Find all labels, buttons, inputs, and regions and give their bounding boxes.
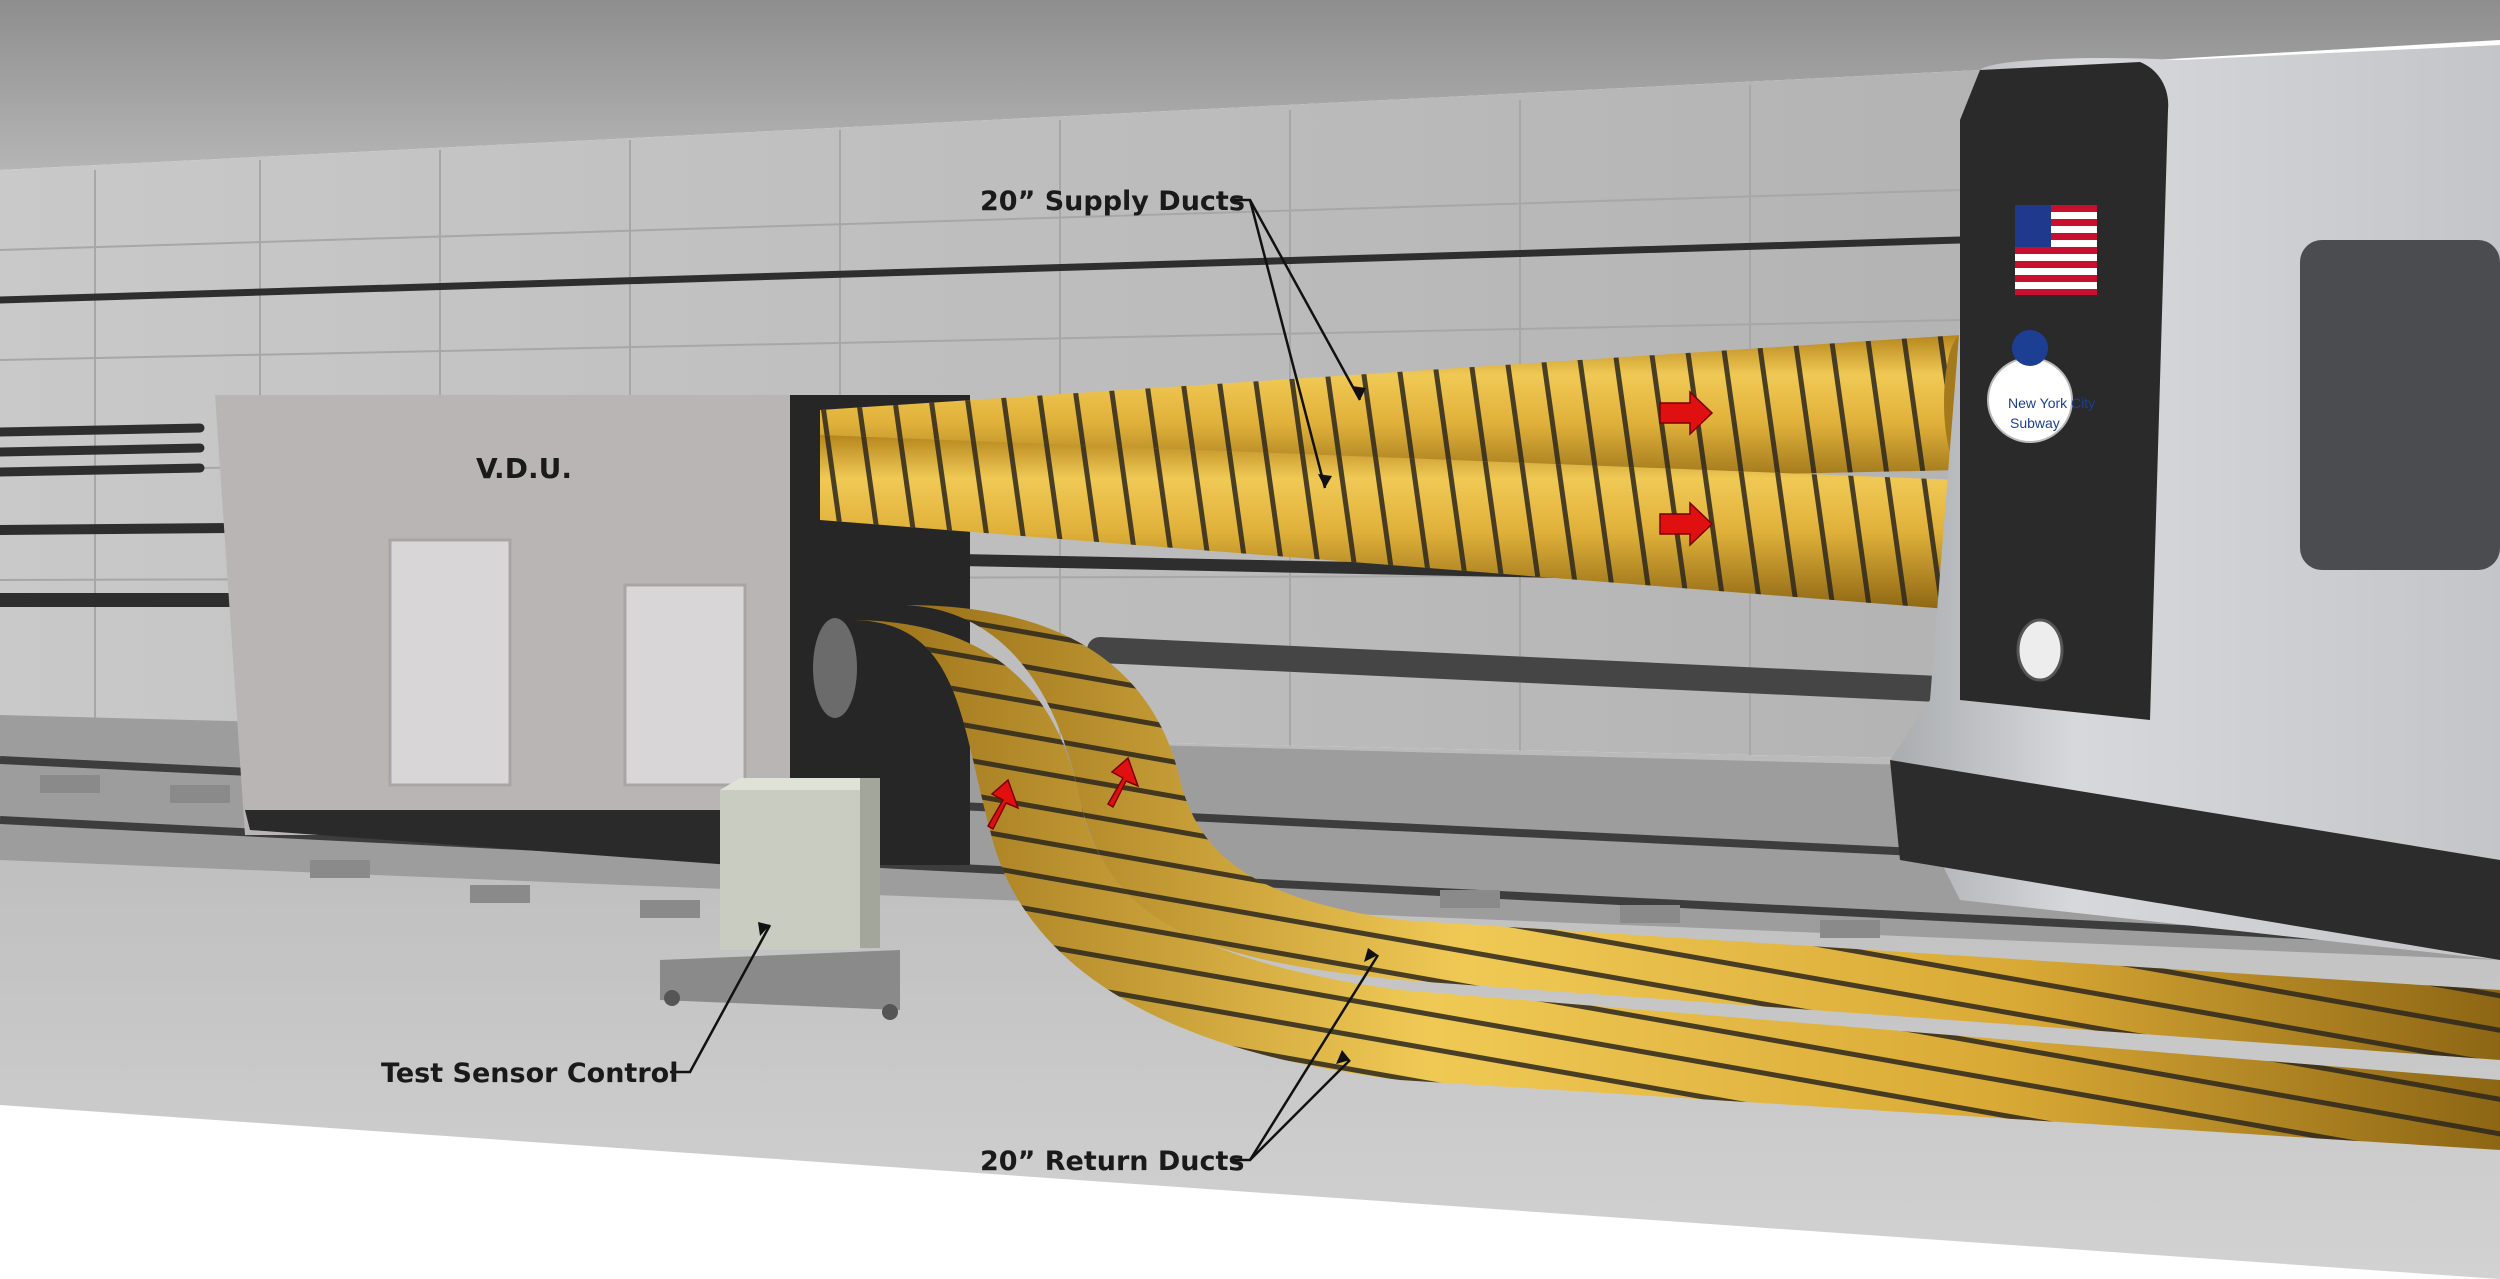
flow-arrow-icon <box>1659 390 1714 436</box>
subway-train: New York City Subway <box>1890 45 2500 960</box>
leader-lines <box>670 198 1380 1162</box>
train-logo-line2: Subway <box>2010 415 2060 431</box>
vdu-access-door-1[interactable] <box>388 538 512 787</box>
vdu-access-door-2[interactable] <box>623 583 747 787</box>
return-ducts-label: 20” Return Ducts <box>980 1146 1245 1177</box>
flow-arrow-icon <box>1106 756 1140 809</box>
tunnel-ceiling <box>0 0 2500 170</box>
supply-ducts <box>820 335 1980 610</box>
track-ties <box>40 775 1880 938</box>
flow-arrow-icon <box>986 778 1020 831</box>
train-logo-line1: New York City <box>2008 395 2095 411</box>
platform-edge <box>0 1105 2500 1279</box>
test-sensor-control-label: Test Sensor Control <box>381 1058 679 1089</box>
supply-ducts-label: 20” Supply Ducts <box>980 186 1245 217</box>
american-flag-icon <box>2015 205 2097 295</box>
mta-logo-icon: New York City Subway <box>1987 330 2095 443</box>
vdu-label: V.D.U. <box>476 452 572 485</box>
test-sensor-control-cabinet <box>660 778 900 1020</box>
flow-arrow-icon <box>1659 501 1714 547</box>
return-ducts <box>813 605 2500 1150</box>
